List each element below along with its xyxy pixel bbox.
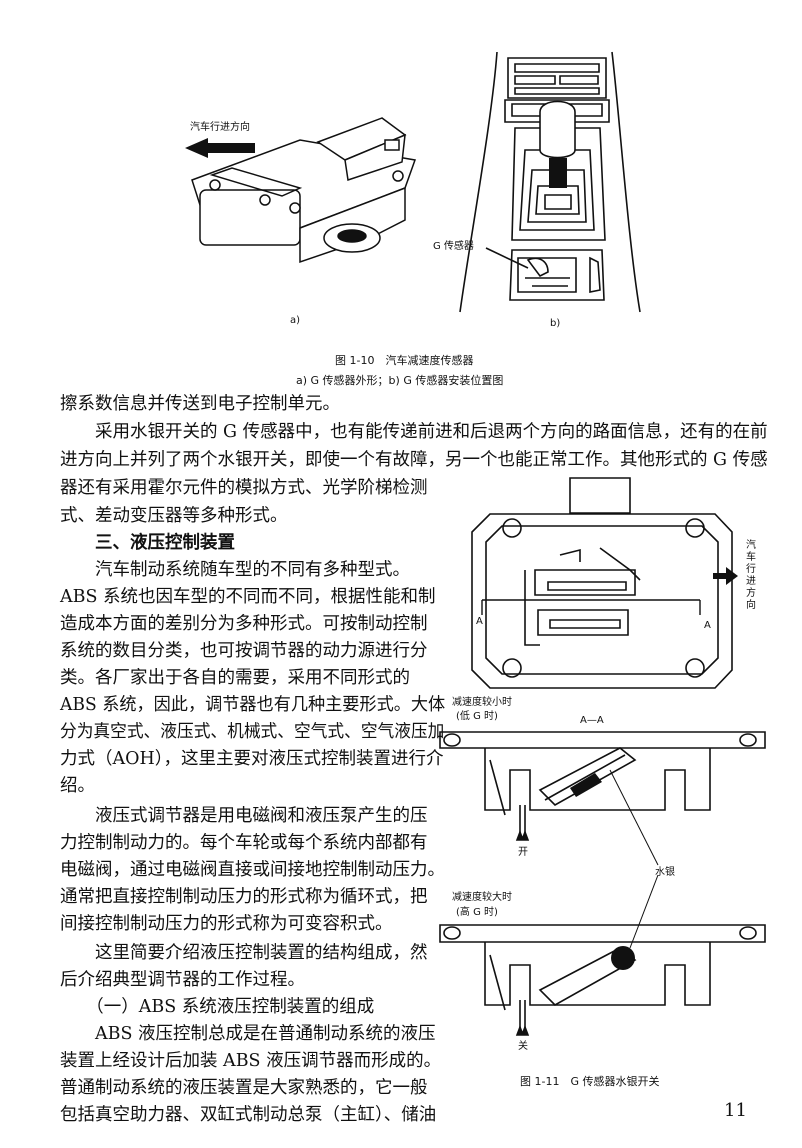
text-line: 式、差动变压器等多种形式。 [60,506,288,526]
text-line: ABS 系统也因车型的不同而不同，根据性能和制 [60,587,436,607]
text-line: 系统的数目分类，也可按调节器的动力源进行分 [60,641,428,661]
mercury-high [611,946,635,970]
figure-1-11-caption: 图 1-11 G 传感器水银开关 [520,1075,660,1088]
text-line: 器还有采用霍尔元件的模拟方式、光学阶梯检测 [60,478,428,498]
page-number: 11 [724,1100,747,1121]
text-line: 采用水银开关的 G 传感器中，也有能传递前进和后退两个方向的路面信息，还有的在前 [60,422,768,442]
low-g-section-drawing [430,470,802,1100]
text-line: 绍。 [60,776,95,796]
text-line: 力控制制动力的。每个车轮或每个系统内部都有 [60,833,428,853]
text-line: 汽车制动系统随车型的不同有多种型式。 [60,560,410,580]
sensor-exterior-drawing [185,0,802,392]
section-title-a-a: A—A [580,715,604,726]
text-line: 间接控制制动压力的形式称为可变容积式。 [60,914,393,934]
mercury-low [570,773,602,797]
g-sensor-label: G 传感器 [433,241,474,252]
low-decel-label: 减速度较小时 [452,697,512,708]
text-line: ABS 液压控制总成是在普通制动系统的液压 [60,1024,436,1044]
direction-arrow-left [185,138,255,158]
figure-1-10-subcaption: a) G 传感器外形；b) G 传感器安装位置图 [296,374,504,387]
text-line: 装置上经设计后加装 ABS 液压调节器而形成的。 [60,1051,442,1071]
install-location-drawing [0,0,802,392]
direction-label-1-11: 汽车行进方向 [746,540,756,611]
text-line: 普通制动系统的液压装置是大家熟悉的，它一般 [60,1078,428,1098]
figure-1-10-caption: 图 1-10 汽车减速度传感器 [335,354,474,367]
text-line: 造成本方面的差别分为多种形式。可按制动控制 [60,614,428,634]
gear-knob [540,102,575,158]
figure-1-10: 汽车行进方向 a) G 传感器 b) [0,0,802,392]
section-heading: 三、液压控制装置 [60,533,235,553]
text-line: ABS 系统，因此，调节器也有几种主要形式。大体 [60,695,446,715]
text-line: 分为真空式、液压式、机械式、空气式、空气液压加 [60,722,445,742]
text-line: 力式（AOH），这里主要对液压式控制装置进行介 [60,749,444,769]
text-line: 这里简要介绍液压控制装置的结构组成，然 [60,943,428,963]
figure-1-11: A A 汽车行进方向 减速度较小时 (低 G 时) A—A 开 水银 减速度较大… [430,470,802,1100]
switch-off-label: 关 [518,1041,528,1052]
high-g-section-drawing [430,470,802,1100]
low-g-label: (低 G 时) [456,711,498,722]
mercury-switch-top-view [430,470,738,1100]
text-line: 进方向上并列了两个水银开关，即使一个有故障，另一个也能正常工作。其他形式的 G … [60,450,768,470]
direction-arrow-right [713,567,738,585]
text-line: 电磁阀，通过电磁阀直接或间接地控制制动压力。 [60,860,445,880]
sub-label-a: a) [290,315,301,326]
direction-label-1-10: 汽车行进方向 [190,122,250,133]
section-mark-a-right: A [704,620,711,631]
high-decel-label: 减速度较大时 [452,892,512,903]
text-line: 后介绍典型调节器的工作过程。 [60,970,305,990]
text-line: 包括真空助力器、双缸式制动总泵（主缸）、储油 [60,1105,437,1125]
sub-label-b: b) [550,318,561,329]
switch-on-label: 开 [518,847,528,858]
mercury-label: 水银 [655,867,675,878]
text-line: 通常把直接控制制动压力的形式称为循环式，把 [60,887,428,907]
high-g-label: (高 G 时) [456,907,498,918]
subsection-heading: （一）ABS 系统液压控制装置的组成 [60,997,375,1017]
text-line: 类。各厂家出于各自的需要，采用不同形式的 [60,668,410,688]
text-line: 液压式调节器是用电磁阀和液压泵产生的压 [60,806,428,826]
section-mark-a-left: A [476,616,483,627]
text-line: 擦系数信息并传送到电子控制单元。 [60,394,340,414]
